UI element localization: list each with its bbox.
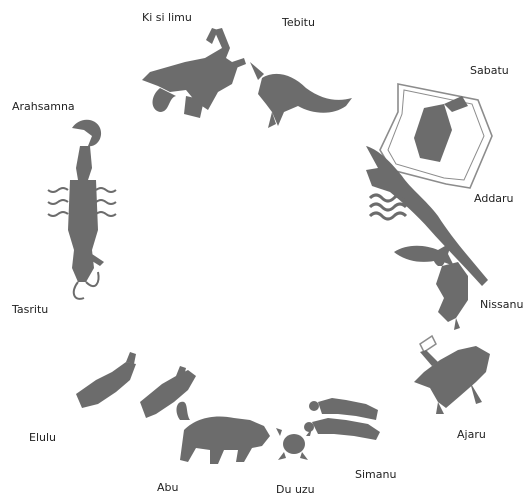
label-arahsamna: Arahsamna bbox=[12, 101, 75, 112]
grain-hand-figure bbox=[140, 366, 196, 418]
label-addaru: Addaru bbox=[474, 193, 514, 204]
furrow-figure bbox=[76, 352, 136, 408]
label-du-uzu: Du uzu bbox=[276, 484, 315, 495]
twins-figure bbox=[304, 398, 380, 440]
label-simanu: Simanu bbox=[355, 469, 396, 480]
goatfish-figure bbox=[142, 28, 246, 118]
label-tasritu: Tasritu bbox=[12, 304, 48, 315]
label-ajaru: Ajaru bbox=[457, 429, 486, 440]
label-nissanu: Nissanu bbox=[480, 299, 523, 310]
label-abu: Abu bbox=[157, 482, 178, 493]
label-sabatu: Sabatu bbox=[470, 65, 509, 76]
lion-figure bbox=[177, 402, 270, 464]
label-tebitu: Tebitu bbox=[282, 17, 315, 28]
bull-figure bbox=[414, 346, 490, 414]
crab-figure bbox=[276, 428, 312, 460]
small-tablet-figure bbox=[420, 336, 436, 352]
label-ki-si-limu: Ki si limu bbox=[142, 12, 192, 23]
label-elulu: Elulu bbox=[29, 432, 56, 443]
fish-figure bbox=[250, 62, 352, 128]
